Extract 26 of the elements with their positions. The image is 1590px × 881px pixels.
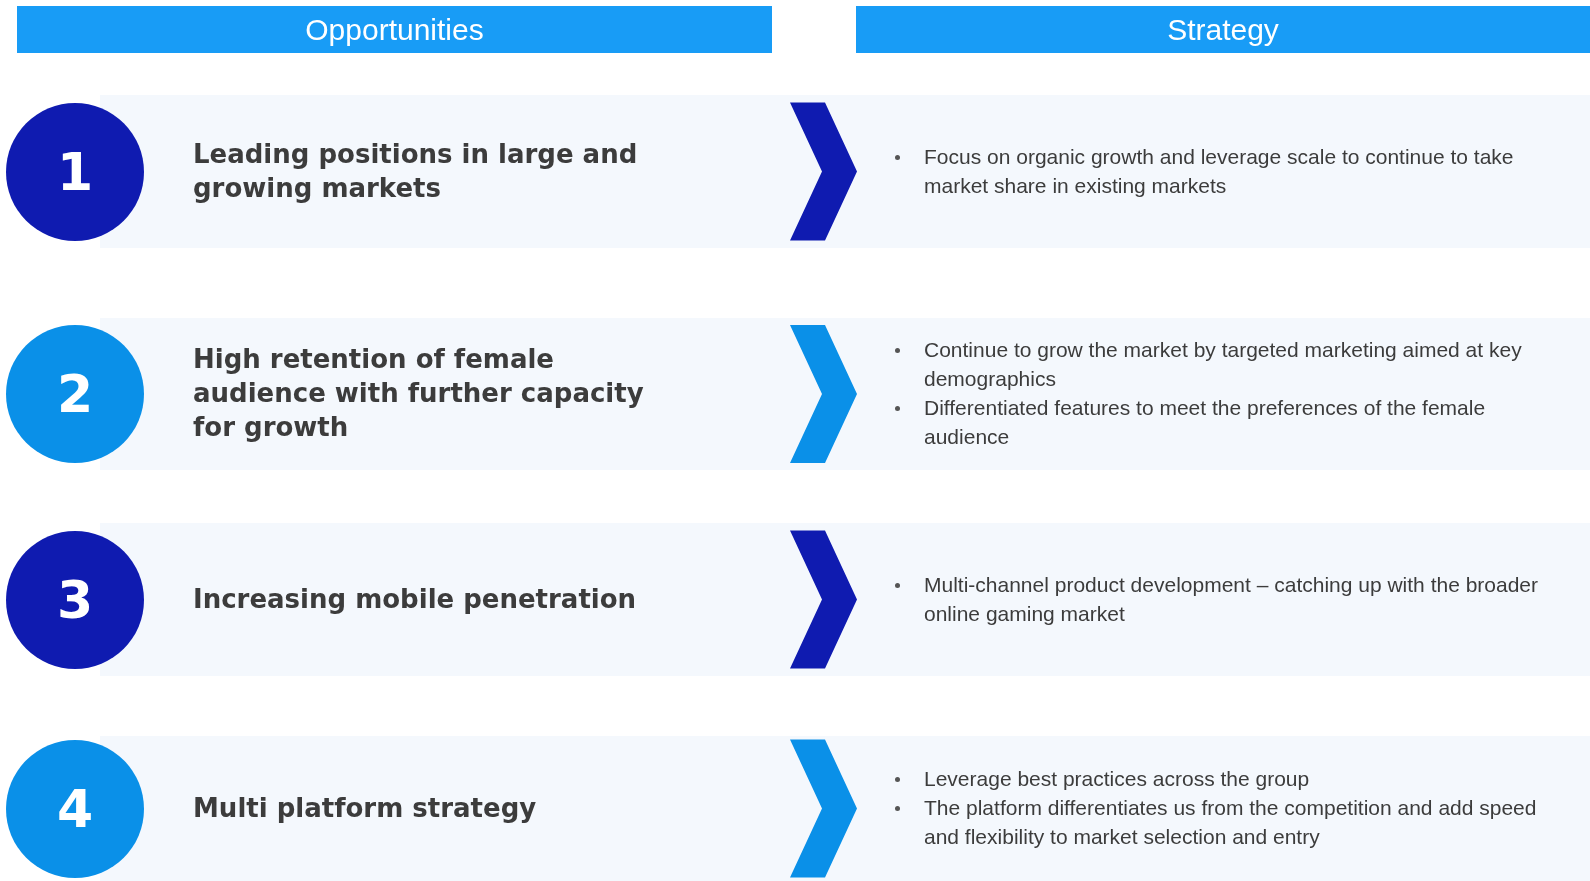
header-title: Strategy <box>1167 12 1279 47</box>
bullet-text: Continue to grow the market by targeted marketing aimed at key demographics <box>924 337 1523 393</box>
opportunity-text: Increasing mobile penetration <box>193 582 637 616</box>
strategy-band <box>857 523 1590 676</box>
opportunity-text: Multi platform strategy <box>193 791 537 825</box>
chevron-arrow <box>790 102 857 241</box>
bullet-text: Leverage best practices across the group <box>924 766 1310 793</box>
header-title: Opportunities <box>305 12 484 47</box>
chevron-arrow <box>790 739 857 878</box>
bullet-text: Differentiated features to meet the preferences of the female audience <box>924 395 1487 450</box>
number-circle: 2 <box>6 325 144 463</box>
number-circle: 4 <box>6 739 144 878</box>
chevron-arrow <box>790 530 857 669</box>
bullet-text: Multi-channel product development – catching up with the broader online gaming market <box>924 571 1540 627</box>
bullet-text: Focus on organic growth and leverage scale to continue to take market share in existing markets <box>924 143 1515 199</box>
strategy-band <box>857 318 1590 470</box>
opportunity-text: High retention of female audience with further capacity for growth <box>193 343 645 444</box>
header-bar <box>856 6 1590 53</box>
opportunity-text: Leading positions in large and growing markets <box>193 137 639 205</box>
number-circle: 1 <box>6 102 144 241</box>
bullet-text: The platform differentiates us from the competition and add speed and flexibility to market selection and entry <box>924 795 1538 850</box>
chevron-arrow <box>790 325 857 463</box>
strategy-band <box>857 95 1590 248</box>
strategy-band <box>857 736 1590 881</box>
number-circle: 3 <box>6 530 144 669</box>
header-bar <box>17 6 772 53</box>
